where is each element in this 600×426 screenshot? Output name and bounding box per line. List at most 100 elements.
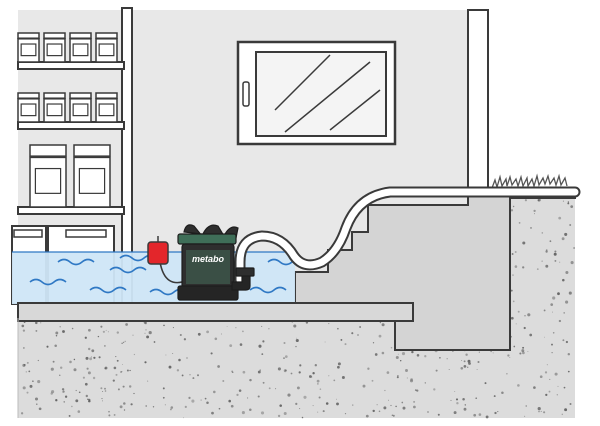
grass-icon: [491, 173, 568, 190]
soil-speckle: [533, 209, 536, 213]
soil-speckle: [324, 341, 326, 343]
soil-speckle: [226, 325, 228, 327]
soil-speckle: [510, 316, 514, 320]
soil-speckle: [317, 383, 319, 385]
soil-speckle: [104, 366, 108, 370]
soil-speckle: [433, 388, 436, 391]
soil-speckle: [390, 404, 392, 407]
soil-speckle: [214, 337, 218, 341]
soil-speckle: [557, 385, 559, 387]
soil-speckle: [453, 411, 457, 415]
soil-speckle: [376, 404, 378, 406]
soil-speckle: [132, 334, 134, 336]
soil-speckle: [152, 406, 155, 408]
soil-speckle: [71, 327, 74, 330]
soil-speckle: [26, 361, 29, 364]
soil-speckle: [541, 260, 543, 262]
soil-speckle: [55, 335, 58, 337]
soil-speckle: [36, 403, 38, 405]
soil-speckle: [367, 367, 370, 370]
soil-speckle: [229, 344, 233, 347]
soil-speckle: [352, 404, 354, 406]
soil-speckle: [247, 397, 249, 399]
soil-speckle: [527, 313, 531, 317]
soil-speckle: [257, 395, 260, 398]
water-wave: [29, 278, 67, 286]
soil-speckle: [259, 369, 261, 371]
soil-speckle: [316, 379, 320, 383]
soil-speckle: [378, 334, 382, 338]
soil-speckle: [197, 332, 201, 336]
soil-speckle: [101, 398, 103, 400]
soil-speckle: [439, 356, 441, 359]
soil-speckle: [122, 385, 125, 388]
soil-speckle: [295, 402, 298, 406]
soil-speckle: [551, 343, 553, 346]
soil-speckle: [100, 325, 103, 328]
soil-speckle: [206, 401, 209, 405]
soil-speckle: [410, 378, 413, 381]
soil-speckle: [463, 365, 467, 368]
soil-speckle: [22, 363, 26, 367]
soil-speckle: [104, 345, 106, 347]
soil-speckle: [554, 259, 557, 262]
soil-speckle: [340, 338, 343, 341]
soil-speckle: [537, 407, 541, 411]
soil-speckle: [478, 351, 480, 353]
soil-speckle: [475, 397, 478, 400]
soil-speckle: [125, 323, 128, 326]
soil-speckle: [319, 388, 322, 390]
soil-speckle: [298, 371, 301, 374]
soil-speckle: [29, 384, 33, 388]
soil-speckle: [467, 366, 469, 368]
soil-speckle: [75, 389, 77, 392]
soil-speckle: [128, 385, 132, 388]
soil-speckle: [92, 376, 96, 380]
soil-speckle: [544, 336, 545, 338]
soil-speckle: [413, 405, 416, 409]
soil-speckle: [183, 338, 187, 341]
soil-speckle: [204, 397, 207, 400]
soil-speckle: [455, 398, 459, 401]
soil-speckle: [409, 379, 414, 383]
soil-speckle: [476, 369, 478, 370]
soil-speckle: [50, 367, 54, 371]
soil-speckle: [55, 331, 59, 335]
soil-speckle: [50, 392, 53, 395]
soil-speckle: [62, 330, 65, 333]
soil-speckle: [552, 332, 555, 334]
soil-speckle: [34, 397, 39, 401]
soil-speckle: [268, 328, 270, 330]
soil-speckle: [102, 400, 103, 402]
jar-row: [17, 32, 118, 208]
soil-speckle: [97, 335, 100, 338]
soil-speckle: [523, 326, 526, 330]
soil-speckle: [59, 326, 61, 328]
soil-speckle: [277, 414, 281, 418]
soil-speckle: [525, 405, 527, 407]
soil-speckle: [261, 353, 264, 355]
soil-speckle: [392, 414, 395, 417]
soil-speckle: [344, 343, 347, 346]
soil-speckle: [460, 366, 464, 370]
soil-speckle: [123, 409, 126, 411]
soil-speckle: [510, 289, 513, 292]
soil-speckle: [559, 261, 561, 263]
soil-speckle: [82, 376, 85, 379]
soil-speckle: [357, 334, 359, 336]
soil-speckle: [192, 377, 195, 380]
soil-speckle: [512, 300, 515, 303]
soil-speckle: [62, 390, 65, 393]
soil-speckle: [564, 408, 568, 412]
soil-speckle: [341, 376, 345, 379]
soil-speckle: [401, 401, 404, 404]
soil-speckle: [513, 345, 516, 348]
soil-speckle: [558, 216, 562, 220]
water-wave: [89, 286, 127, 294]
soil-speckle: [144, 361, 147, 364]
soil-speckle: [539, 375, 543, 379]
soil-speckle: [108, 414, 111, 417]
soil-speckle: [102, 390, 104, 393]
soil-speckle: [146, 335, 150, 339]
soil-speckle: [295, 338, 299, 343]
